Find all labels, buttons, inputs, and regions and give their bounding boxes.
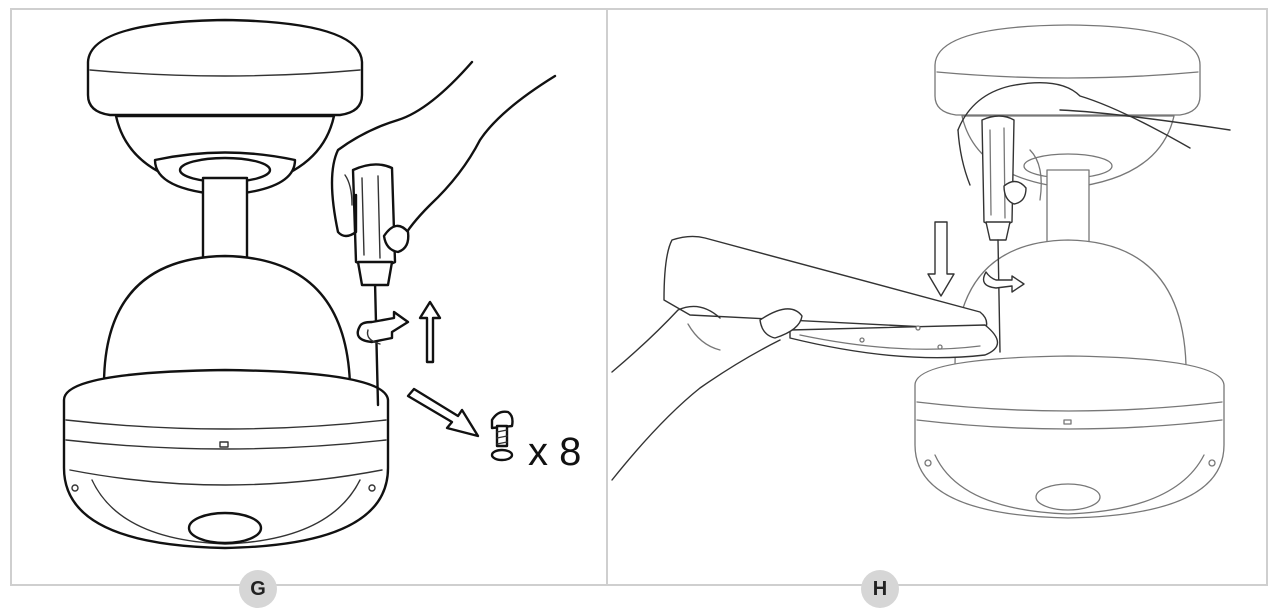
washer-icon: [490, 448, 514, 462]
screwdriver-shaft-icon: [997, 239, 1001, 353]
rotate-arrow-icon: [982, 271, 1025, 293]
motor-dome-icon: [954, 239, 1187, 366]
motor-housing-icon: [914, 355, 1225, 519]
motor-dome-icon: [102, 254, 352, 387]
fan-blade-icon: [663, 235, 999, 359]
ceiling-canopy-icon: [934, 24, 1201, 189]
panel-g-illustration: [62, 18, 557, 550]
down-arrow-icon: [927, 221, 955, 297]
ceiling-canopy-icon: [86, 18, 364, 197]
hand-icon: [957, 81, 1231, 205]
motor-housing-icon: [62, 368, 390, 550]
up-arrow-icon: [418, 300, 442, 364]
hand-icon: [611, 305, 803, 481]
down-rod-icon: [201, 176, 249, 262]
screw-quantity-label: x 8: [528, 430, 582, 474]
screwdriver-handle-icon: [981, 115, 1015, 227]
remove-arrow-icon: [406, 387, 480, 438]
screw-icon: [490, 410, 514, 448]
down-rod-icon: [1046, 169, 1090, 243]
step-badge-h: H: [861, 570, 899, 608]
hand-icon: [330, 60, 557, 254]
rotate-arrow-icon: [356, 310, 410, 345]
panel-h-illustration: [611, 24, 1231, 519]
step-badge-g: G: [239, 570, 277, 608]
screwdriver-handle-icon: [351, 163, 397, 269]
